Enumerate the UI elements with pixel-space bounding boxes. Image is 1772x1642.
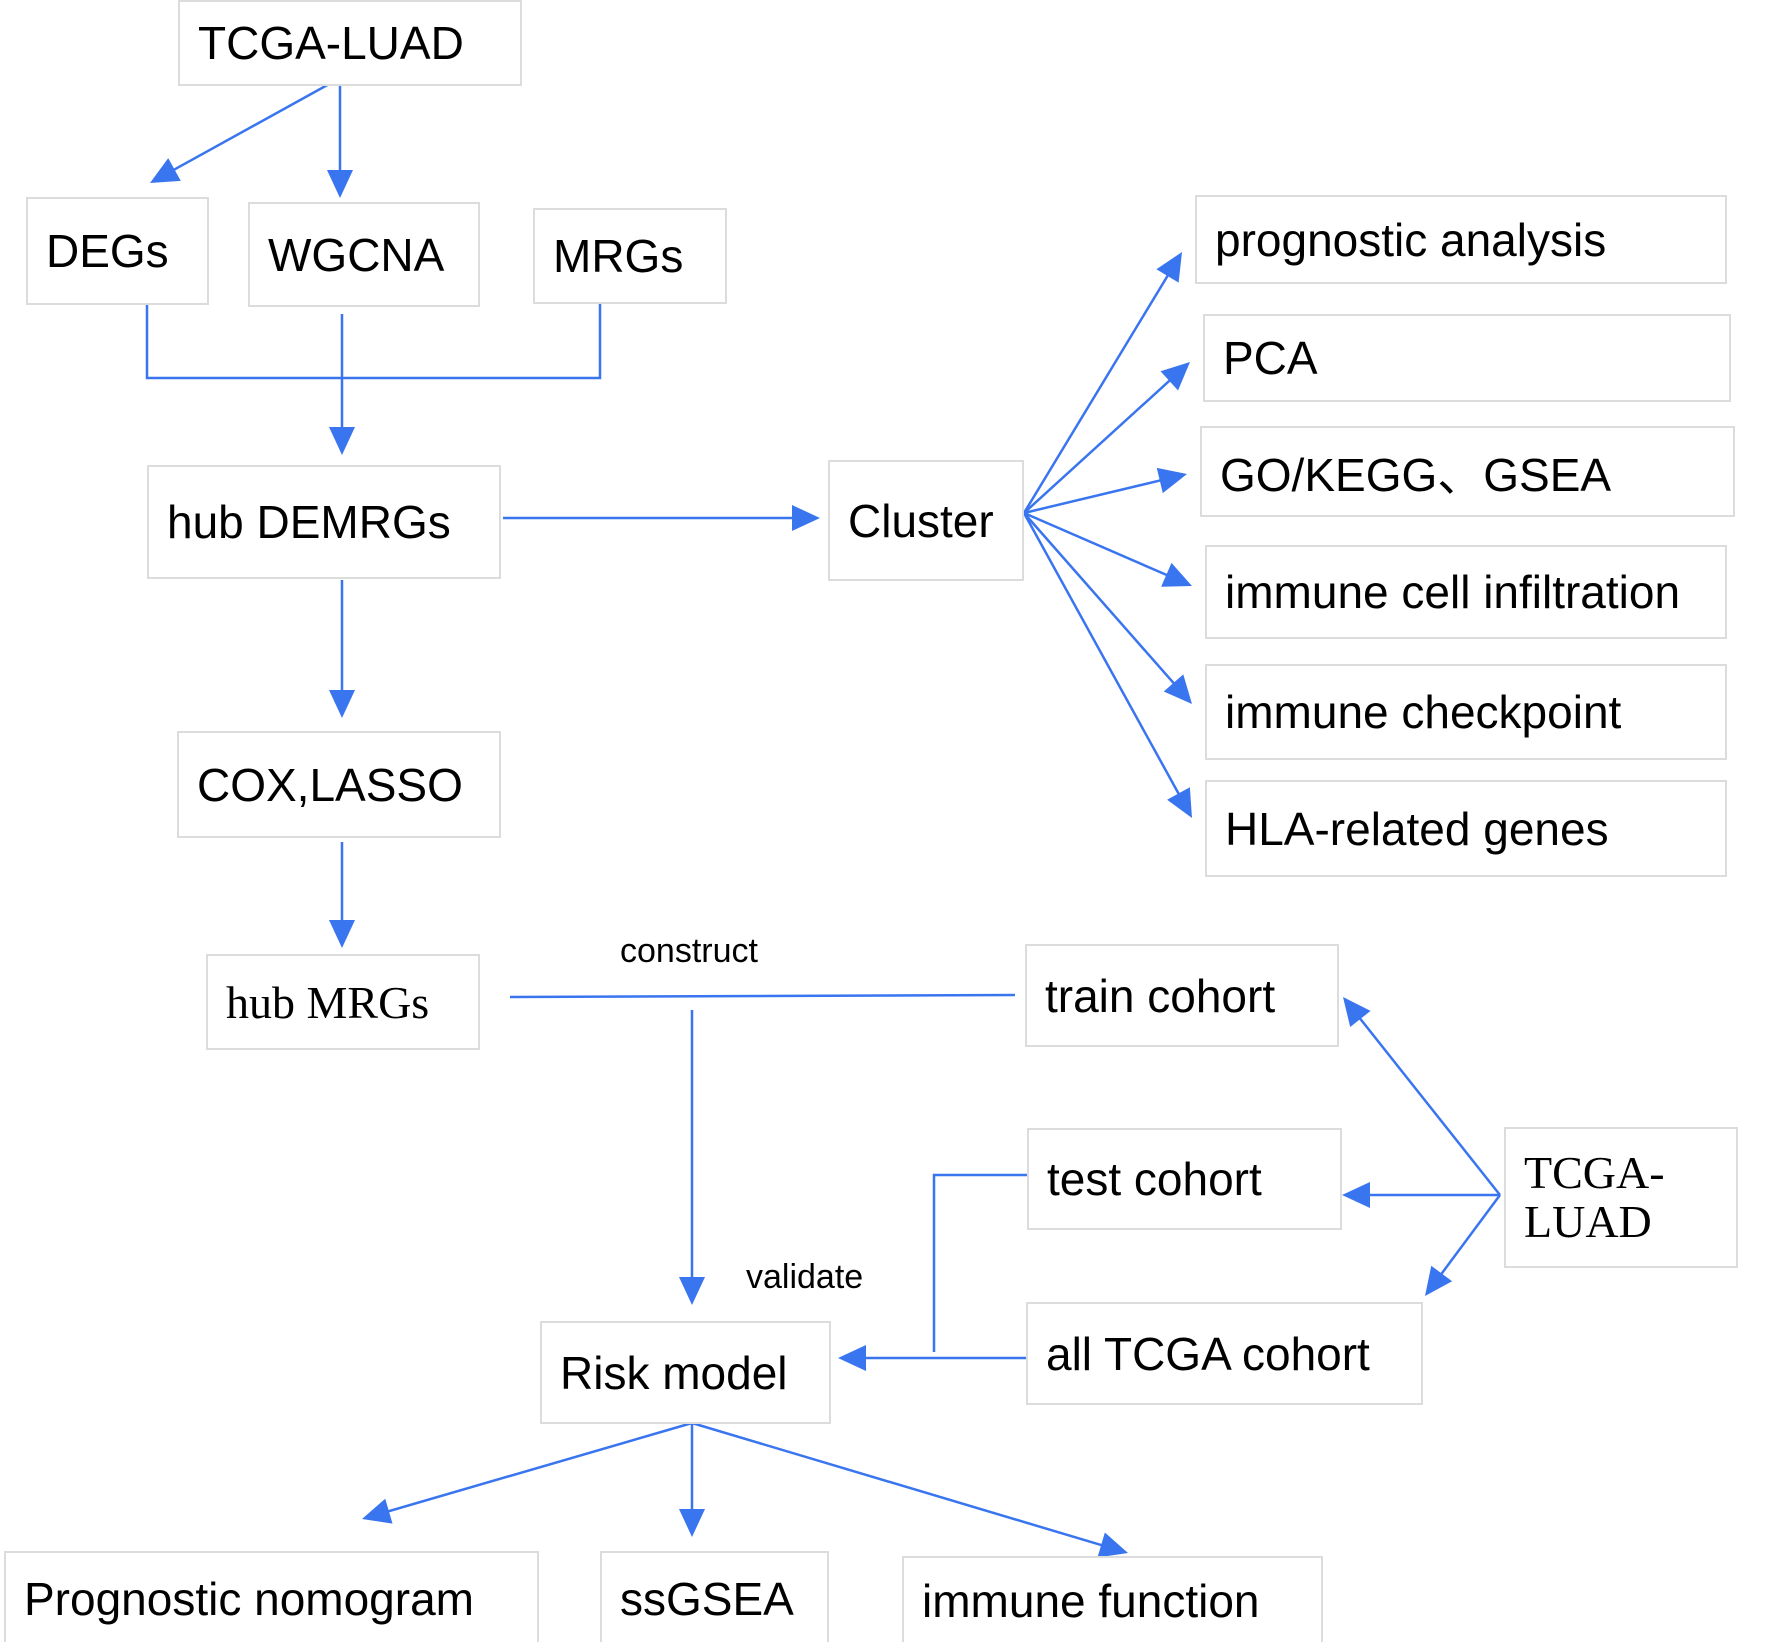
arrow-risk-nomogram-head	[362, 1498, 393, 1524]
node-immune-cell-infiltration: immune cell infiltration	[1205, 545, 1727, 639]
node-mrgs: MRGs	[533, 208, 727, 304]
arrow-cluster-checkpoint-head	[1163, 674, 1192, 704]
arrow-cluster-pca	[1023, 374, 1177, 514]
arrow-cluster-immune-cell	[1023, 511, 1175, 580]
merge-degs-mrgs	[145, 304, 602, 380]
node-pca: PCA	[1203, 314, 1731, 402]
arrow-cluster-checkpoint	[1023, 512, 1180, 690]
arrow-tcga-train	[1354, 1011, 1501, 1196]
arrow-to-hub-demrgs-head	[329, 427, 355, 455]
arrow-risk-immune-function	[691, 1421, 1110, 1549]
node-tcga-luad-right: TCGA- LUAD	[1504, 1127, 1738, 1268]
arrow-construct-risk-head	[679, 1277, 705, 1305]
arrow-tcga-wgcna-head	[327, 170, 353, 198]
node-train-cohort: train cohort	[1025, 944, 1339, 1047]
node-prognostic-nomogram: Prognostic nomogram	[4, 1551, 539, 1642]
arrow-tcga-train-head	[1343, 997, 1371, 1028]
arrow-cluster-hla	[1022, 512, 1184, 802]
arrow-hub-demrgs-cox-head	[329, 690, 355, 718]
node-prognostic-analysis: prognostic analysis	[1195, 195, 1727, 284]
edge-label-validate: validate	[746, 1258, 864, 1296]
arrow-cluster-go-head	[1156, 467, 1187, 494]
arrow-hub-demrgs-cluster-head	[792, 505, 820, 531]
node-hla-related-genes: HLA-related genes	[1205, 780, 1727, 877]
node-ssgsea: ssGSEA	[600, 1551, 829, 1642]
node-tcga-luad-top: TCGA-LUAD	[178, 0, 522, 86]
node-degs: DEGs	[26, 197, 209, 305]
node-go-kegg-gsea: GO/KEGG、GSEA	[1200, 426, 1735, 517]
arrow-risk-ssgsea-head	[679, 1509, 705, 1537]
arrow-cluster-prognostic	[1022, 268, 1173, 514]
arrow-tcga-all	[1435, 1194, 1502, 1281]
node-cluster: Cluster	[828, 460, 1024, 581]
edge-label-construct: construct	[620, 932, 758, 970]
arrow-cluster-hla-head	[1167, 787, 1192, 818]
arrow-risk-nomogram	[380, 1421, 693, 1515]
arrow-cluster-immune-cell-head	[1161, 562, 1192, 587]
arrow-tcga-all-head	[1425, 1265, 1453, 1296]
construct-line	[509, 993, 1016, 999]
node-hub-demrgs: hub DEMRGs	[147, 465, 501, 579]
arrow-all-cohort-risk-head	[838, 1345, 866, 1371]
node-hub-mrgs: hub MRGs	[206, 954, 480, 1050]
arrow-tcga-degs-head	[150, 158, 181, 183]
arrow-tcga-test-head	[1342, 1182, 1370, 1208]
node-immune-checkpoint: immune checkpoint	[1205, 664, 1727, 760]
node-risk-model: Risk model	[540, 1321, 831, 1424]
arrow-cluster-pca-head	[1160, 362, 1190, 391]
node-cox-lasso: COX,LASSO	[177, 731, 501, 838]
arrow-tcga-degs	[166, 76, 341, 175]
node-wgcna: WGCNA	[248, 202, 480, 307]
arrow-cluster-prognostic-head	[1156, 252, 1182, 283]
node-all-tcga-cohort: all TCGA cohort	[1026, 1302, 1423, 1405]
test-feed-line	[932, 1173, 1027, 1352]
arrow-cox-hubmrgs-head	[329, 920, 355, 948]
arrow-risk-immune-function-head	[1097, 1532, 1128, 1558]
arrow-cluster-go	[1023, 477, 1168, 515]
node-test-cohort: test cohort	[1027, 1128, 1342, 1230]
node-immune-function: immune function	[902, 1556, 1323, 1642]
